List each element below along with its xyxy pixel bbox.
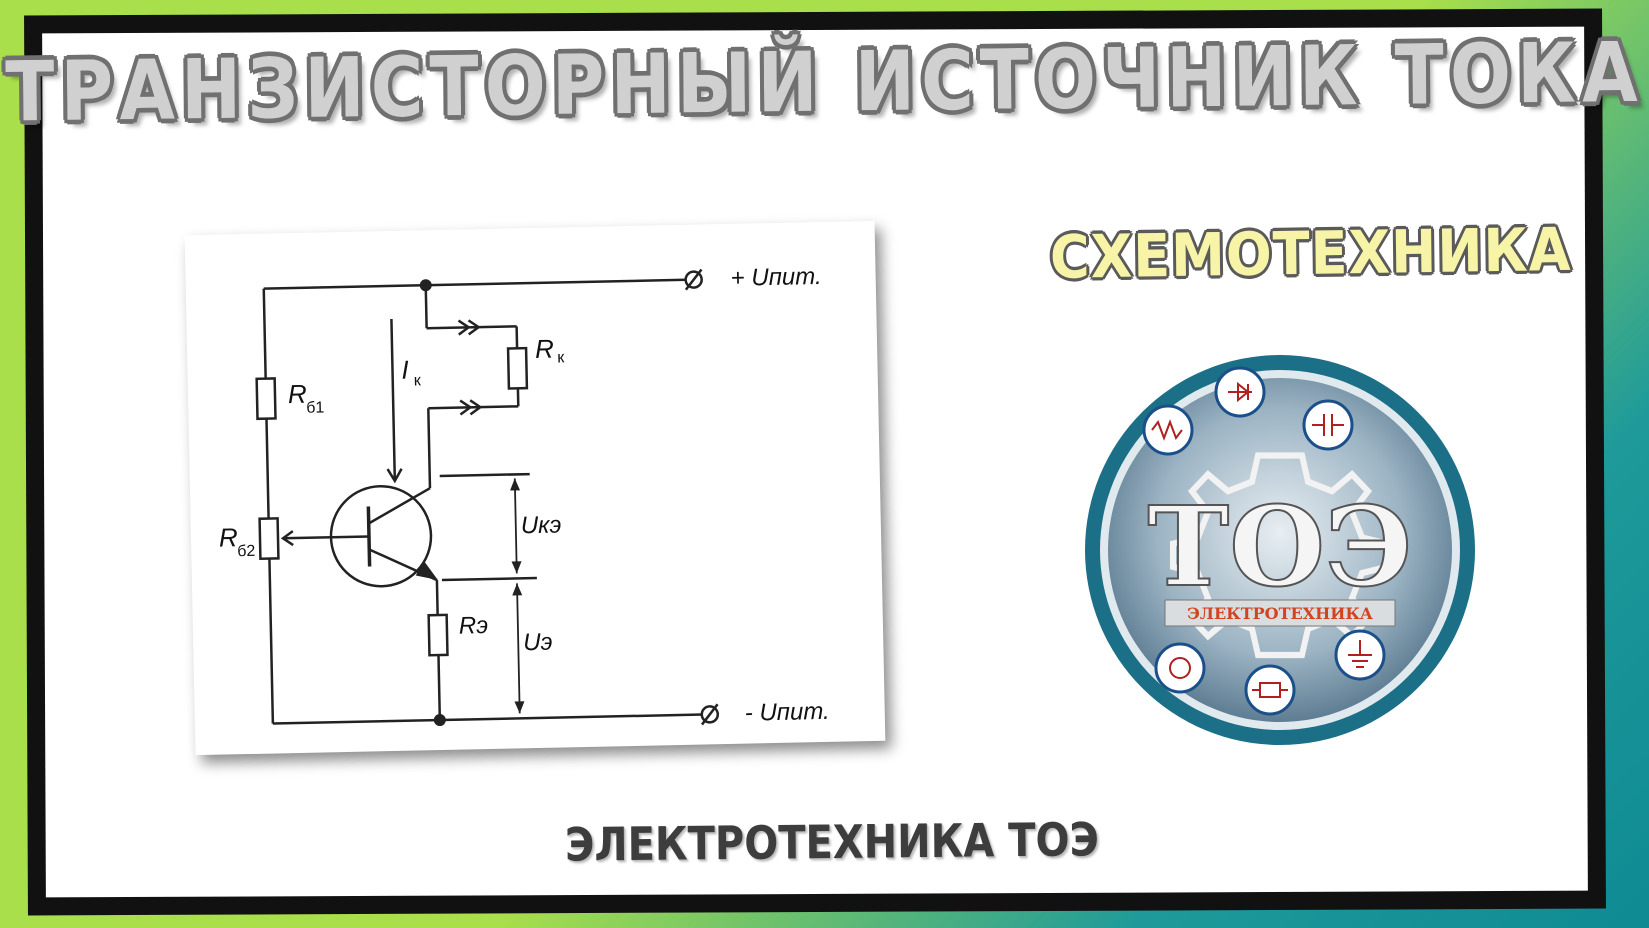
top-rail — [263, 278, 686, 290]
circuit-svg: + Uпит. - Uпит. R б1 R б2 R к I к Rэ Uкэ… — [219, 263, 830, 727]
ground-icon — [1348, 640, 1372, 668]
base-wire — [282, 535, 370, 540]
arrow-chevron — [469, 399, 483, 416]
label-rb1-sub: б1 — [306, 399, 325, 416]
capacitor-icon — [1312, 414, 1344, 436]
rk-wire-back — [428, 405, 519, 410]
terminal-pos-slash — [684, 268, 703, 291]
logo-ribbon — [1164, 599, 1396, 627]
ik-arrow-head — [386, 468, 403, 484]
label-rk: R — [535, 334, 554, 364]
label-ik: I — [401, 355, 409, 385]
label-uke: Uкэ — [521, 511, 562, 539]
label-rb2-sub: б2 — [237, 543, 256, 560]
rk-wire-right — [426, 325, 517, 330]
slide-subtitle: СХЕМОТЕХНИКА — [1049, 214, 1572, 293]
toe-logo: ТОЭ ЭЛЕКТРОТЕХНИКА — [1080, 350, 1480, 750]
label-rb2: R — [219, 522, 238, 552]
left-wire-top — [262, 288, 267, 379]
diode-icon — [1228, 381, 1252, 403]
motor-icon — [1169, 657, 1191, 679]
label-ik-sub: к — [414, 372, 422, 389]
arrow-chevron — [467, 319, 481, 336]
slide-title: ТРАНЗИСТОРНЫЙ ИСТОЧНИК ТОКА — [4, 23, 1645, 141]
left-wire-mid — [265, 418, 270, 519]
top-node — [419, 279, 432, 292]
arrow-chevron — [459, 399, 473, 416]
label-ue: Uэ — [523, 629, 553, 657]
motor-icon — [1154, 642, 1206, 694]
label-supply-pos: + Uпит. — [730, 263, 822, 292]
logo-main-text: ТОЭ — [1147, 482, 1412, 611]
label-supply-neg: - Uпит. — [744, 698, 829, 727]
bottom-node — [433, 714, 446, 727]
ue-arrow-bottom — [514, 701, 525, 714]
uke-ref-bottom — [441, 576, 537, 582]
footer-brand: ЭЛЕКТРОТЕХНИКА ТОЭ — [564, 813, 1100, 873]
collector-wire — [427, 408, 432, 489]
terminal-neg-slash — [700, 703, 719, 726]
uke-ref-top — [439, 472, 530, 478]
resistor-rb1 — [255, 377, 277, 421]
left-wire-bottom — [268, 558, 275, 724]
ue-dimension — [516, 583, 521, 714]
bottom-rail — [272, 713, 703, 725]
resistor-rb2 — [258, 517, 280, 561]
uke-arrow-bottom — [511, 561, 522, 574]
label-re: Rэ — [459, 612, 489, 640]
capacitor-icon — [1302, 399, 1354, 451]
gear-outline — [1170, 452, 1390, 659]
emitter-arrow — [415, 560, 438, 581]
label-rk-sub: к — [557, 349, 565, 366]
ue-arrow-top — [512, 583, 523, 596]
uke-arrow-top — [510, 478, 521, 491]
resistor-icon — [1244, 664, 1296, 716]
arrow-chevron — [457, 319, 471, 336]
emitter-wire — [435, 580, 439, 616]
resistor-rk — [506, 346, 529, 390]
resistor-wave-icon — [1151, 419, 1183, 441]
slider-arrow — [280, 530, 294, 547]
logo-svg: ТОЭ ЭЛЕКТРОТЕХНИКА — [1085, 355, 1475, 745]
circuit-diagram: + Uпит. - Uпит. R б1 R б2 R к I к Rэ Uкэ… — [184, 220, 886, 756]
label-rb1: R — [288, 379, 307, 409]
resistor-re — [427, 613, 449, 657]
uke-dimension — [513, 478, 518, 574]
resistor-icon — [1252, 682, 1288, 698]
rk-wire-down — [424, 285, 428, 329]
ik-arrow-line — [390, 318, 397, 481]
re-wire-out — [437, 655, 442, 721]
logo-ribbon-text: ЭЛЕКТРОТЕХНИКА — [1187, 604, 1373, 623]
transistor-collector — [368, 487, 431, 525]
